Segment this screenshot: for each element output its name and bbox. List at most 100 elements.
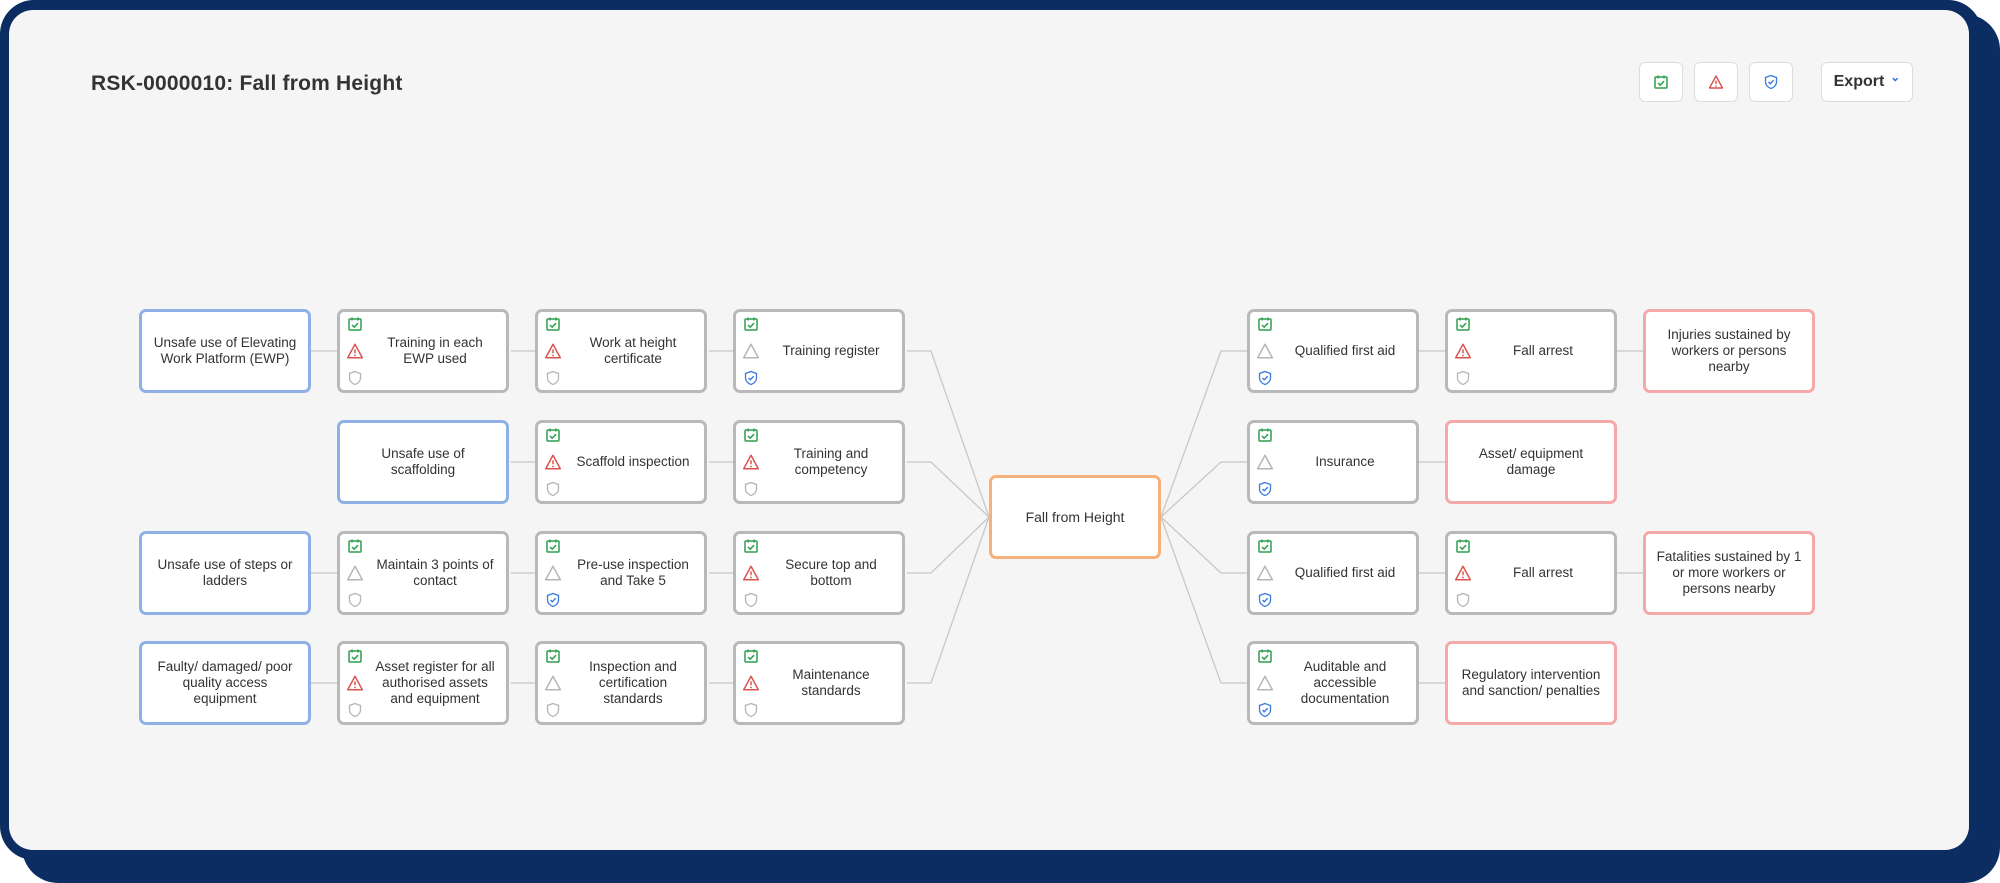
control-label: Fall arrest [1512,343,1573,358]
consequence-node[interactable]: Regulatory intervention and sanction/ pe… [1445,641,1617,725]
calendar-check-icon [544,315,562,333]
preventive-control-node[interactable]: Secure top and bottom [733,531,905,615]
calendar-check-icon [1454,315,1472,333]
export-label: Export [1833,73,1885,90]
shield-icon [544,369,562,387]
cause-node[interactable]: Unsafe use of scaffolding [337,420,509,504]
shield-icon [742,480,760,498]
mitigating-control-node[interactable]: Insurance [1247,420,1419,504]
shield-check-icon [1764,74,1778,90]
triangle-outline-icon [544,674,562,692]
mitigating-control-node[interactable]: Fall arrest [1445,531,1617,615]
shield-icon [346,701,364,719]
triangle-outline-icon [544,564,562,582]
warning-triangle-icon [742,674,760,692]
shield-check-icon [1256,369,1274,387]
preventive-control-node[interactable]: Training register [733,309,905,393]
calendar-check-icon [1256,315,1274,333]
preventive-control-node[interactable]: Pre-use inspection and Take 5 [535,531,707,615]
control-label: Pre-use inspection and Take 5 [577,557,689,588]
warning-triangle-icon [346,674,364,692]
warning-triangle-icon [742,564,760,582]
control-label: Work at height certificate [589,335,677,366]
calendar-check-icon [742,647,760,665]
preventive-control-node[interactable]: Scaffold inspection [535,420,707,504]
preventive-control-node[interactable]: Maintenance standards [733,641,905,725]
warning-triangle-icon [1454,342,1472,360]
shield-icon [346,369,364,387]
control-label: Inspection and certification standards [589,659,677,706]
preventive-control-node[interactable]: Work at height certificate [535,309,707,393]
warning-triangle-icon [346,342,364,360]
filter-warning-button[interactable] [1694,62,1738,102]
shield-icon [544,480,562,498]
warning-triangle-icon [1708,75,1724,89]
control-label: Fall arrest [1512,565,1573,580]
mitigating-control-node[interactable]: Auditable and accessible documentation [1247,641,1419,725]
control-label: Scaffold inspection [576,454,690,469]
calendar-check-icon [544,647,562,665]
cause-node[interactable]: Unsafe use of Elevating Work Platform (E… [139,309,311,393]
calendar-check-icon [1256,647,1274,665]
triangle-outline-icon [1256,564,1274,582]
preventive-control-node[interactable]: Inspection and certification standards [535,641,707,725]
calendar-check-icon [1654,75,1668,89]
calendar-check-icon [1256,537,1274,555]
warning-triangle-icon [742,453,760,471]
control-label: Secure top and bottom [785,557,877,588]
warning-triangle-icon [544,342,562,360]
calendar-check-icon [346,647,364,665]
shield-check-icon [1256,480,1274,498]
shield-icon [742,591,760,609]
mitigating-control-node[interactable]: Qualified first aid [1247,531,1419,615]
mitigating-control-node[interactable]: Fall arrest [1445,309,1617,393]
chevron-down-icon: ⌄ [1890,70,1901,84]
mitigating-control-node[interactable]: Qualified first aid [1247,309,1419,393]
control-label: Training register [782,343,880,358]
shield-icon [742,701,760,719]
triangle-outline-icon [1256,674,1274,692]
consequence-node[interactable]: Injuries sustained by workers or persons… [1643,309,1815,393]
preventive-control-node[interactable]: Maintain 3 points of contact [337,531,509,615]
calendar-check-icon [544,426,562,444]
shield-icon [544,701,562,719]
filter-effective-button[interactable] [1639,62,1683,102]
calendar-check-icon [346,315,364,333]
control-label: Training in each EWP used [387,335,483,366]
filter-shield-button[interactable] [1749,62,1793,102]
page-title: RSK-0000010: Fall from Height [91,72,403,95]
calendar-check-icon [544,537,562,555]
calendar-check-icon [742,315,760,333]
calendar-check-icon [1256,426,1274,444]
control-label: Qualified first aid [1294,343,1396,358]
calendar-check-icon [1454,537,1472,555]
bowtie-panel: RSK-0000010: Fall from Height Expor [9,10,1969,850]
control-label: Insurance [1315,454,1375,469]
consequence-node[interactable]: Fatalities sustained by 1 or more worker… [1643,531,1815,615]
export-button[interactable]: Export ⌄ [1821,62,1913,102]
control-label: Asset register for all authorised assets… [375,659,495,706]
preventive-control-node[interactable]: Asset register for all authorised assets… [337,641,509,725]
shield-icon [346,591,364,609]
shield-check-icon [1256,591,1274,609]
control-label: Qualified first aid [1294,565,1396,580]
central-event-node[interactable]: Fall from Height [989,475,1161,559]
triangle-outline-icon [742,342,760,360]
calendar-check-icon [346,537,364,555]
control-label: Training and competency [793,446,869,477]
control-label: Maintenance standards [792,667,870,698]
cause-node[interactable]: Faulty/ damaged/ poor quality access equ… [139,641,311,725]
shield-check-icon [544,591,562,609]
warning-triangle-icon [1454,564,1472,582]
triangle-outline-icon [1256,342,1274,360]
preventive-control-node[interactable]: Training in each EWP used [337,309,509,393]
connector-lines [311,350,1643,684]
shield-check-icon [1256,701,1274,719]
warning-triangle-icon [544,453,562,471]
calendar-check-icon [742,426,760,444]
cause-node[interactable]: Unsafe use of steps or ladders [139,531,311,615]
control-label: Maintain 3 points of contact [376,557,494,588]
consequence-node[interactable]: Asset/ equipment damage [1445,420,1617,504]
preventive-control-node[interactable]: Training and competency [733,420,905,504]
shield-icon [1454,369,1472,387]
